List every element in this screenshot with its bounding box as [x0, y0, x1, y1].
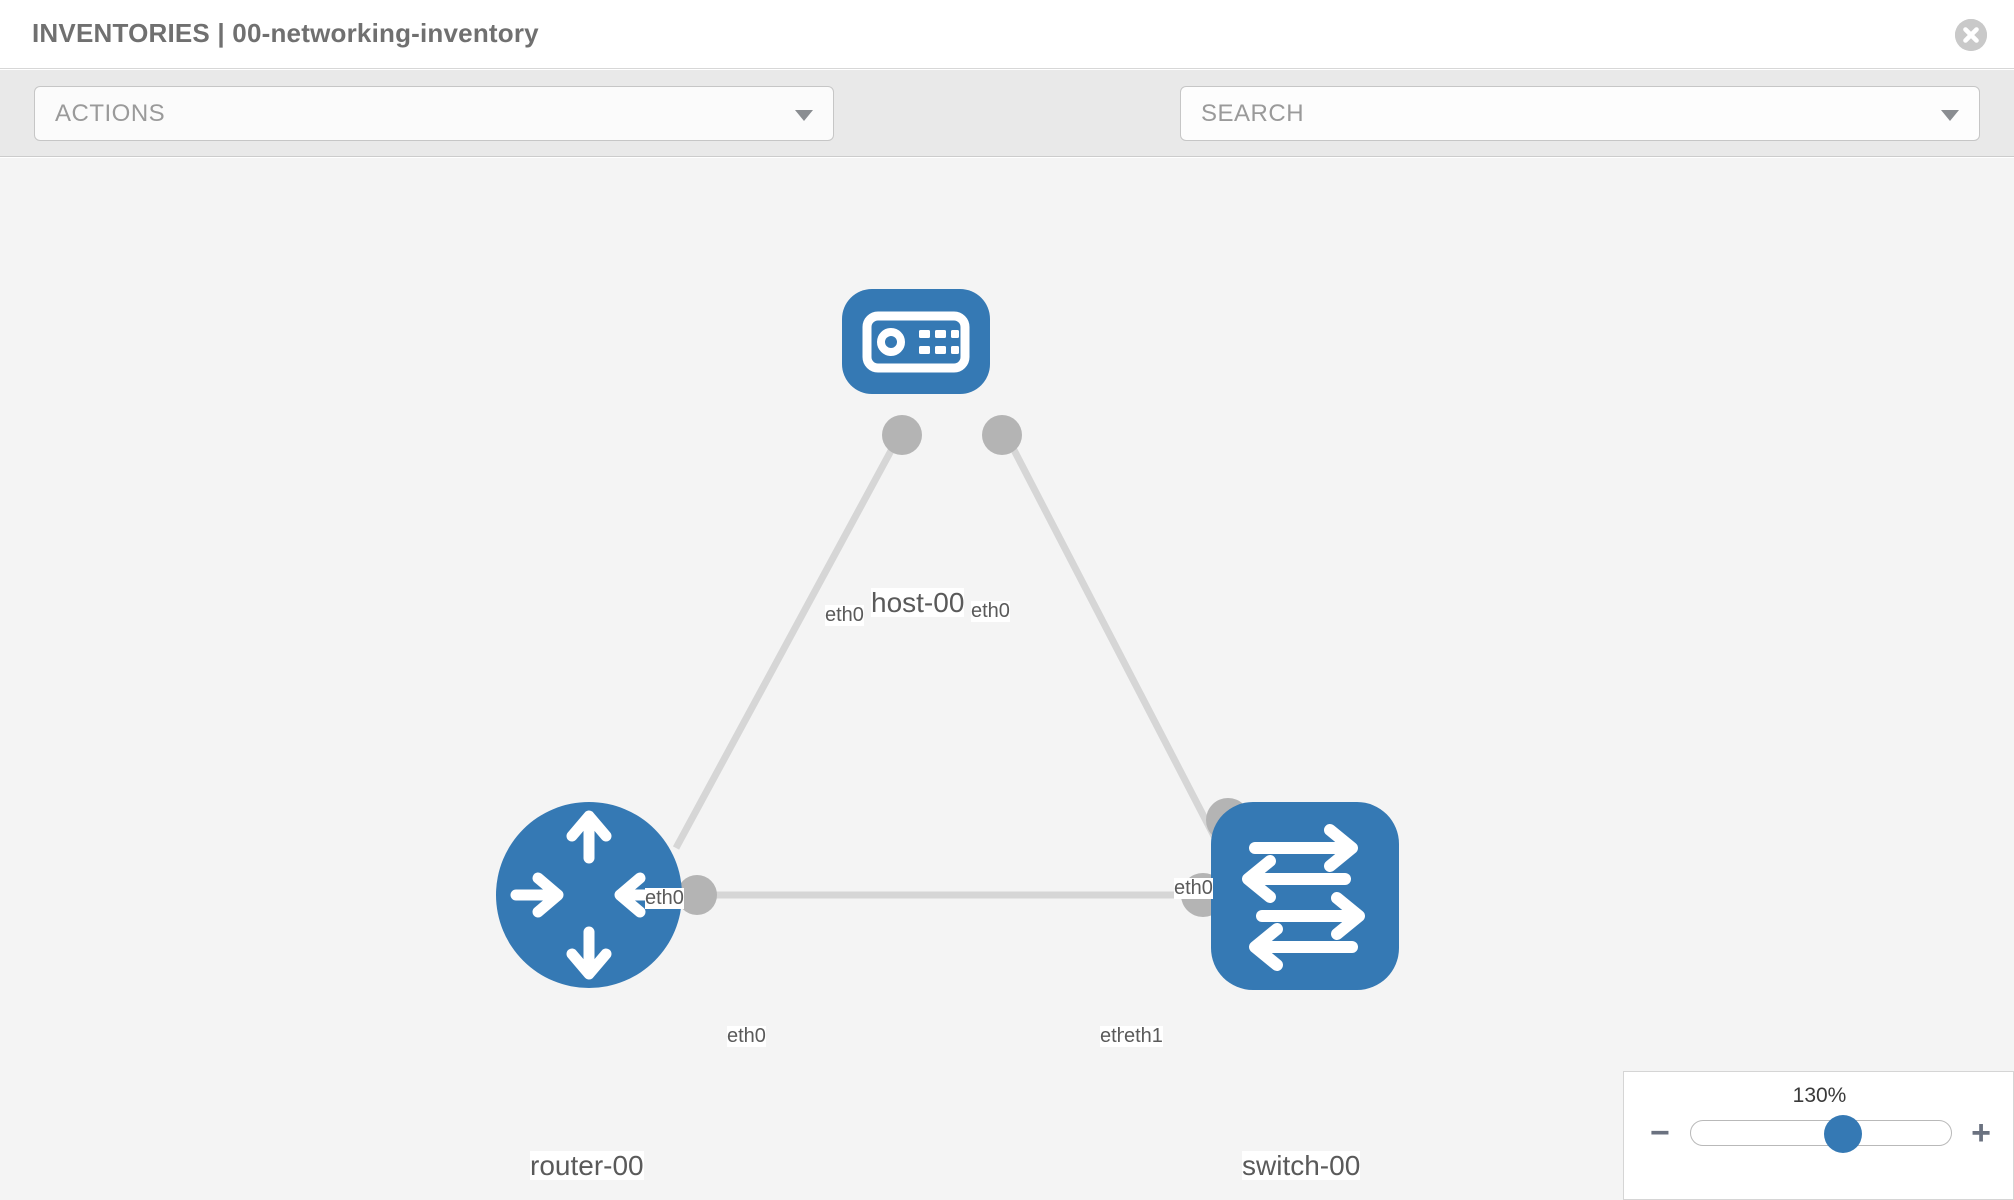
zoom-control-panel: 130% − +	[1623, 1071, 2014, 1200]
node-host-00	[842, 289, 990, 394]
connector-host00-right	[982, 415, 1022, 455]
node-label-switch-00: switch-00	[1242, 1150, 1361, 1181]
iface-label-host00-left: eth0	[825, 604, 864, 626]
iface-label-switch00-left-eth1: eth1	[1124, 1025, 1163, 1047]
chevron-down-icon	[795, 110, 813, 121]
node-label-host-00: host-00	[871, 587, 965, 618]
link-layer	[672, 421, 1219, 899]
close-icon[interactable]	[1955, 19, 1987, 51]
topology-canvas[interactable]: eth0 eth0 eth0 eth0 eth0 eth0 eth1 host-…	[0, 158, 2014, 1200]
iface-label-switch00-up: eth0	[1174, 877, 1213, 899]
zoom-in-button[interactable]: +	[1971, 1114, 1991, 1152]
toolbar: ACTIONS SEARCH	[0, 70, 2014, 201]
node-label-router-00: router-00	[530, 1150, 644, 1181]
iface-label-router00-right: eth0	[727, 1025, 766, 1047]
search-placeholder: SEARCH	[1201, 100, 1305, 127]
connector-layer	[677, 415, 1250, 917]
iface-label-router00-up: eth0	[645, 887, 684, 909]
search-input[interactable]: SEARCH	[1180, 86, 1980, 141]
switch-arrows-icon	[1242, 824, 1365, 971]
connector-host00-left	[882, 415, 922, 455]
link-host00-switch00	[996, 421, 1219, 840]
search-chevron-down-icon[interactable]	[1941, 110, 1959, 121]
zoom-slider-thumb[interactable]	[1824, 1115, 1863, 1153]
actions-dropdown-label: ACTIONS	[55, 100, 166, 127]
connector-router00-right	[677, 875, 717, 915]
link-host00-router00	[672, 421, 910, 850]
node-router-00	[496, 802, 682, 988]
zoom-out-button[interactable]: −	[1650, 1114, 1670, 1152]
zoom-level-label: 130%	[1792, 1084, 1847, 1107]
topology-graph: eth0 eth0 eth0 eth0 eth0 eth0 eth1 host-…	[0, 158, 2014, 1200]
server-icon	[862, 311, 970, 373]
zoom-slider[interactable]	[1690, 1115, 1952, 1153]
page-header: INVENTORIES | 00-networking-inventory	[0, 0, 2014, 69]
page-title: INVENTORIES | 00-networking-inventory	[32, 18, 539, 48]
actions-dropdown[interactable]: ACTIONS	[34, 86, 834, 141]
node-switch-00	[1211, 802, 1399, 990]
iface-label-host00-right: eth0	[971, 600, 1010, 622]
